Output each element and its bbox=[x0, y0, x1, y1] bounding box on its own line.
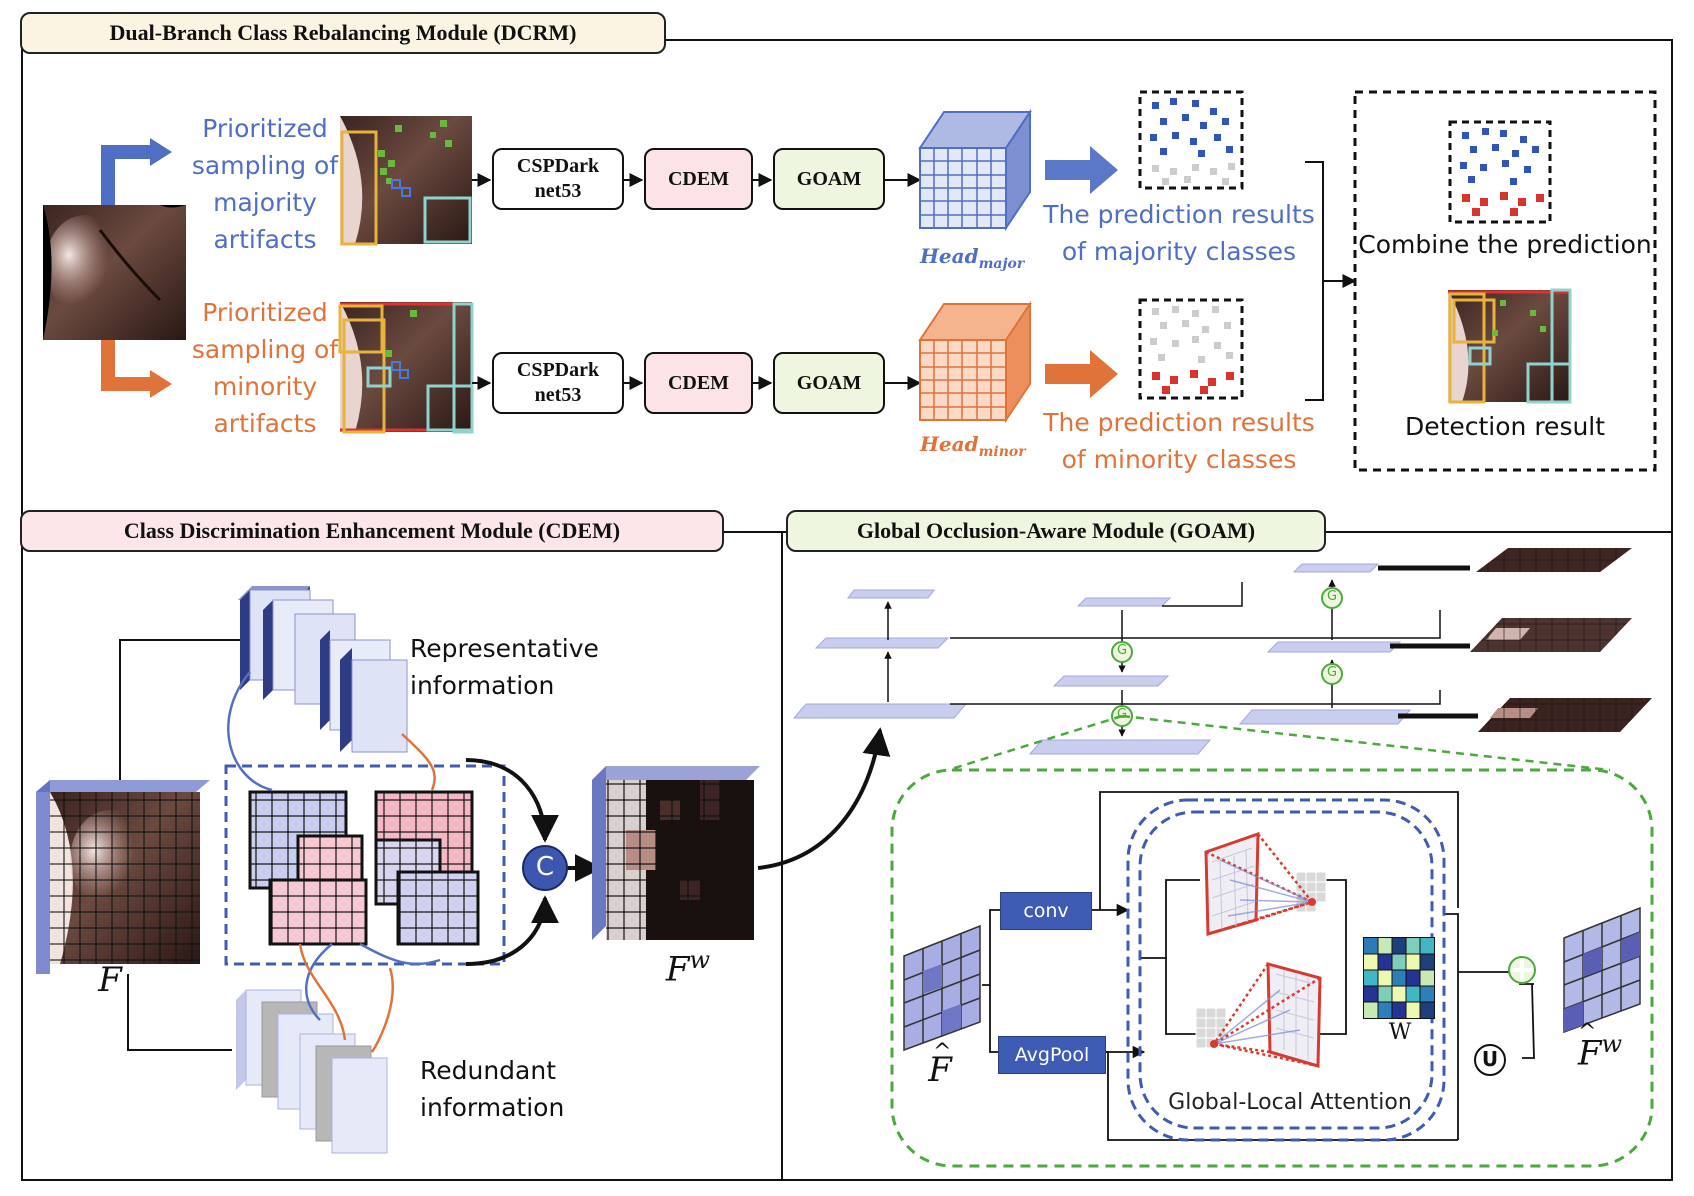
major-prediction-label: The prediction results of majority class… bbox=[1043, 200, 1315, 266]
backbone-block-minor: CSPDark net53 bbox=[492, 352, 624, 414]
head-minor-cube bbox=[918, 300, 1032, 424]
union-symbol: U bbox=[1481, 1047, 1499, 1071]
gate-symbol-2: G bbox=[1116, 707, 1128, 722]
major-branch-arrow bbox=[101, 145, 152, 205]
input-feature-cube-F bbox=[36, 780, 210, 974]
cdem-input-symbol: F bbox=[98, 960, 122, 1000]
minor-sample-image bbox=[338, 302, 474, 434]
cdem-block-major: CDEM bbox=[644, 148, 753, 210]
avgpool-block: AvgPool bbox=[998, 1036, 1106, 1074]
redundant-label: Redundant information bbox=[420, 1056, 565, 1122]
head-minor-label: Headminor bbox=[920, 432, 1026, 460]
goam-title: Global Occlusion-Aware Module (GOAM) bbox=[786, 510, 1326, 552]
pink-feature-grids bbox=[374, 790, 480, 946]
cdem-title: Class Discrimination Enhancement Module … bbox=[20, 510, 724, 552]
goam-output-symbol: Fw ^ bbox=[1577, 1020, 1623, 1074]
blue-feature-grids bbox=[248, 790, 368, 946]
detection-result-label: Detection result bbox=[1404, 412, 1606, 441]
major-prediction-box bbox=[1138, 90, 1244, 190]
global-attention-pyramid bbox=[1204, 831, 1327, 936]
dcrm-flow-arrows bbox=[472, 161, 1357, 401]
output-feature-grid-Fhatw bbox=[1563, 906, 1641, 1034]
goam-block-minor: GOAM bbox=[773, 352, 885, 414]
gate-icons bbox=[1111, 587, 1343, 727]
detection-result-image bbox=[1448, 288, 1572, 404]
minor-prediction-arrow bbox=[1045, 350, 1118, 398]
head-major-label: Headmajor bbox=[920, 244, 1025, 272]
add-icon bbox=[1508, 956, 1536, 984]
feature-pyramid bbox=[792, 563, 1478, 755]
output-feature-cube-Fw bbox=[592, 766, 760, 940]
representative-feature-stack bbox=[238, 586, 408, 753]
input-endoscopy-image bbox=[43, 205, 186, 340]
minor-prediction-label: The prediction results of minority class… bbox=[1043, 408, 1315, 474]
combined-result-box bbox=[1353, 90, 1657, 472]
goam-input-symbol: F ^ bbox=[928, 1040, 952, 1090]
w-label: W bbox=[1388, 1020, 1412, 1045]
feature-grid-box bbox=[224, 764, 506, 966]
major-prediction-arrow bbox=[1045, 146, 1118, 194]
redundant-feature-stack bbox=[236, 989, 388, 1154]
union-icon bbox=[1474, 1044, 1506, 1076]
pyramid-output-maps bbox=[1470, 548, 1652, 732]
gate-symbol-1: G bbox=[1116, 643, 1128, 658]
combined-prediction-box bbox=[1448, 120, 1552, 224]
backbone-block-major: CSPDark net53 bbox=[492, 148, 624, 210]
minor-sampling-label: Prioritized sampling of minority artifac… bbox=[191, 298, 339, 438]
minor-branch-arrow bbox=[101, 340, 152, 391]
goam-block-major: GOAM bbox=[773, 148, 885, 210]
major-sampling-label: Prioritized sampling of majority artifac… bbox=[191, 114, 339, 254]
concat-icon bbox=[522, 845, 568, 891]
dcrm-title: Dual-Branch Class Rebalancing Module (DC… bbox=[20, 12, 666, 54]
cdem-block-minor: CDEM bbox=[644, 352, 753, 414]
major-sample-image bbox=[340, 116, 472, 246]
dcrm-frame bbox=[21, 39, 1673, 1181]
gate-symbol-3: G bbox=[1326, 589, 1338, 604]
minor-prediction-box bbox=[1138, 298, 1244, 400]
attention-outer-box bbox=[1126, 798, 1446, 1142]
cdem-output-symbol: Fw bbox=[665, 946, 711, 990]
representative-label: Representative information bbox=[410, 634, 599, 700]
combine-prediction-label: Combine the prediction bbox=[1358, 230, 1652, 259]
gate-symbol-4: G bbox=[1326, 665, 1338, 680]
concat-symbol: C bbox=[535, 852, 555, 882]
head-major-cube bbox=[918, 108, 1032, 232]
local-attention-pyramid bbox=[1195, 962, 1322, 1068]
attention-weight-heatmap bbox=[1363, 937, 1435, 1019]
input-feature-grid-Fhat bbox=[903, 924, 981, 1052]
attention-label: Global-Local Attention bbox=[1168, 1090, 1412, 1115]
goam-detail-box bbox=[890, 768, 1654, 1168]
conv-block: conv bbox=[1000, 892, 1092, 930]
